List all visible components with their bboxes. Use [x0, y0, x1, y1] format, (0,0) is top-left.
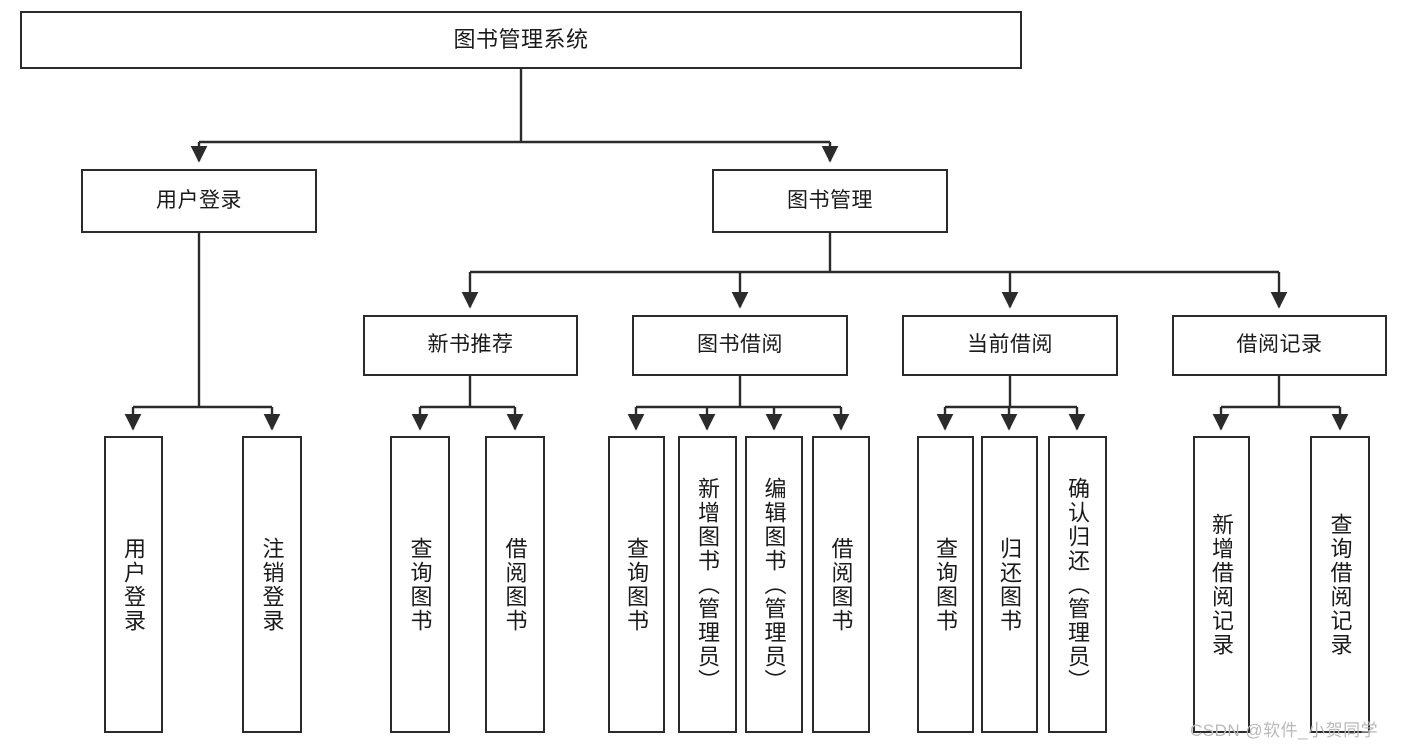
node-new-book-recommend[interactable]: 新书推荐 [363, 315, 578, 376]
node-root-system[interactable]: 图书管理系统 [20, 11, 1022, 69]
node-current-borrow[interactable]: 当前借阅 [902, 315, 1118, 376]
node-leaf-borrow-book-2[interactable]: 借阅图书 [812, 436, 870, 733]
node-label: 确认归还（管理员） [1065, 476, 1091, 693]
node-borrow-record[interactable]: 借阅记录 [1172, 315, 1387, 376]
node-label: 查询图书 [624, 536, 650, 633]
node-leaf-confirm-return-admin[interactable]: 确认归还（管理员） [1048, 436, 1107, 733]
node-label: 图书借阅 [697, 333, 783, 357]
node-leaf-user-login[interactable]: 用户登录 [104, 436, 163, 733]
node-book-manage[interactable]: 图书管理 [712, 169, 948, 233]
node-leaf-borrow-book-1[interactable]: 借阅图书 [485, 436, 545, 733]
node-label: 图书管理 [787, 188, 873, 212]
node-leaf-add-borrow-record[interactable]: 新增借阅记录 [1193, 436, 1250, 733]
node-label: 新增借阅记录 [1209, 512, 1235, 657]
node-label: 查询借阅记录 [1327, 512, 1353, 657]
node-user-login[interactable]: 用户登录 [81, 169, 317, 233]
node-label: 查询图书 [933, 536, 959, 633]
node-label: 归还图书 [997, 536, 1023, 633]
node-label: 图书管理系统 [453, 27, 589, 53]
node-label: 用户登录 [121, 536, 147, 633]
node-leaf-edit-book-admin[interactable]: 编辑图书（管理员） [745, 436, 803, 733]
node-label: 新增图书（管理员） [695, 476, 721, 693]
node-label: 用户登录 [156, 188, 242, 212]
node-leaf-query-book-2[interactable]: 查询图书 [608, 436, 665, 733]
node-leaf-query-book-3[interactable]: 查询图书 [917, 436, 974, 733]
node-leaf-add-book-admin[interactable]: 新增图书（管理员） [678, 436, 737, 733]
node-book-borrow[interactable]: 图书借阅 [632, 315, 848, 376]
node-label: 借阅记录 [1236, 333, 1323, 357]
node-leaf-query-book-1[interactable]: 查询图书 [390, 436, 450, 733]
node-label: 新书推荐 [427, 333, 514, 357]
node-label: 编辑图书（管理员） [761, 476, 787, 693]
node-label: 借阅图书 [502, 536, 528, 633]
node-label: 当前借阅 [967, 333, 1053, 357]
node-label: 借阅图书 [828, 536, 854, 633]
node-leaf-logout-login[interactable]: 注销登录 [242, 436, 302, 733]
node-leaf-return-book[interactable]: 归还图书 [981, 436, 1038, 733]
node-leaf-query-borrow-record[interactable]: 查询借阅记录 [1310, 436, 1370, 733]
node-label: 注销登录 [259, 536, 285, 633]
node-label: 查询图书 [407, 536, 433, 633]
